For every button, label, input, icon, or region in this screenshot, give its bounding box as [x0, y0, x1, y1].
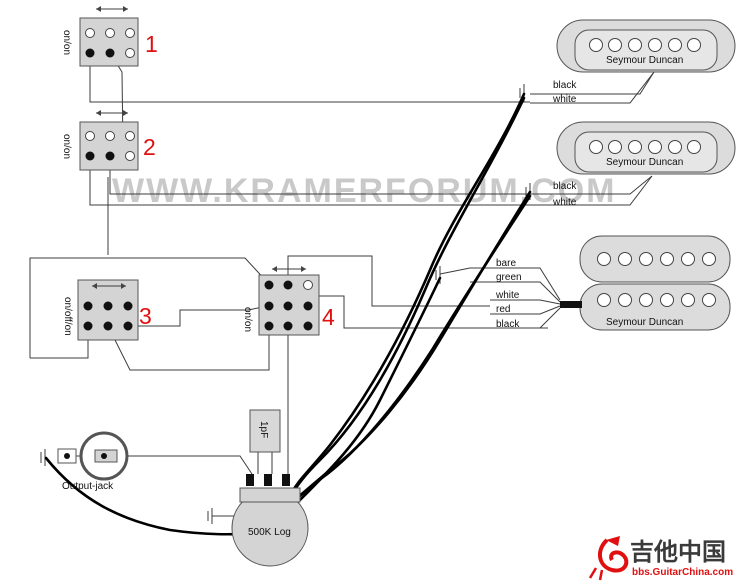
ground-cables [44, 92, 532, 536]
pickup-1: Seymour Duncan black white [552, 19, 736, 105]
switch-2[interactable]: on/on 2 [61, 110, 156, 171]
pickup-2-brand: Seymour Duncan [606, 157, 683, 168]
pickup-2-wire-black: black [553, 181, 577, 192]
switch-2-mode: on/on [61, 134, 72, 159]
dragon-logo-icon [588, 536, 629, 581]
pickup-3-wire-red: red [496, 304, 510, 315]
logo-chinese: 吉他中国 [630, 538, 726, 566]
pickup-1-wire-white: white [552, 94, 577, 105]
pickup-3-wire-bare: bare [496, 258, 516, 269]
capacitor: 1pF [249, 409, 281, 453]
switch-4-number: 4 [322, 304, 335, 330]
site-logo: 吉他中国 bbs.GuitarChina.com [588, 536, 733, 581]
slide-arrow-icon [96, 6, 128, 12]
slide-arrow-icon [92, 283, 126, 289]
pickup-3-wire-green: green [496, 272, 522, 283]
capacitor-value: 1pF [258, 421, 269, 438]
pickup-1-brand: Seymour Duncan [606, 55, 683, 66]
pickup-3-wire-black: black [496, 319, 520, 330]
pickup-3: Seymour Duncan bare green white red blac… [495, 235, 731, 331]
jack-label: Output-jack [62, 481, 114, 492]
switch-3-mode: on/off/on [62, 297, 73, 336]
switch-2-number: 2 [143, 134, 156, 160]
slide-arrow-icon [96, 110, 128, 116]
switch-1[interactable]: on/on 1 [61, 6, 158, 67]
pickup-2-wire-white: white [552, 197, 577, 208]
pickup-3-brand: Seymour Duncan [606, 317, 683, 328]
pickup-3-wire-white: white [495, 290, 520, 301]
switch-3-number: 3 [139, 303, 152, 329]
pickup-1-wire-black: black [553, 80, 577, 91]
switch-4-mode: on/on [242, 307, 253, 332]
pickup-2: Seymour Duncan black white [552, 121, 736, 208]
output-jack[interactable]: Output-jack [57, 431, 129, 492]
pot-value: 500K Log [248, 527, 291, 538]
watermark: WWW.KRAMERFORUM.COM [112, 172, 616, 210]
switch-4[interactable]: on/on 4 [242, 266, 335, 336]
switch-3[interactable]: on/off/on 3 [62, 279, 152, 341]
volume-pot[interactable]: 500K Log [231, 474, 309, 567]
slide-arrow-icon [272, 266, 306, 272]
logo-url: bbs.GuitarChina.com [632, 567, 733, 578]
switch-1-mode: on/on [61, 30, 72, 55]
switch-1-number: 1 [145, 31, 158, 57]
